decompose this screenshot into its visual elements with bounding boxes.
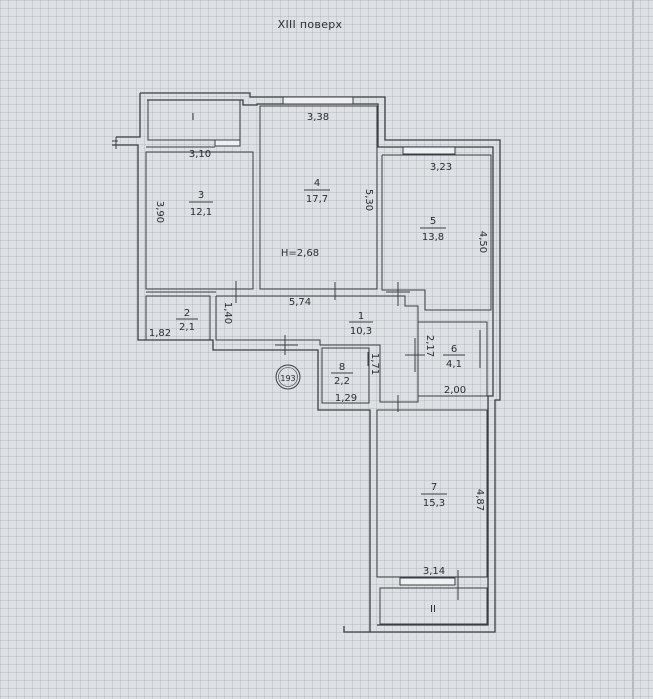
room-5-window xyxy=(402,146,456,155)
stamp-label: 193 xyxy=(280,374,295,383)
balcony-2-label: II xyxy=(430,604,436,615)
room-4-window xyxy=(282,96,354,105)
room-3-number: 3 xyxy=(198,190,204,201)
room-2-number: 2 xyxy=(184,308,190,319)
dim-1-82: 1,82 xyxy=(149,328,171,339)
room-1-area: 10,3 xyxy=(350,326,372,337)
ceiling-height: H=2,68 xyxy=(281,248,319,259)
room-5-area: 13,8 xyxy=(422,232,444,243)
dim-1-29: 1,29 xyxy=(335,393,357,404)
room-5: 3,23 4,50 5 13,8 xyxy=(381,146,492,311)
dim-1-40: 1,40 xyxy=(222,302,233,324)
balcony-1-door xyxy=(214,139,241,147)
page-margin-line xyxy=(632,0,634,699)
stamp: 193 xyxy=(275,364,301,390)
room-6-number: 6 xyxy=(451,344,457,355)
room-8-area: 2,2 xyxy=(334,376,350,387)
room-7-area: 15,3 xyxy=(423,498,445,509)
balcony-1-label: I xyxy=(192,112,195,123)
dim-1-71: 1,71 xyxy=(369,353,380,375)
dim-3-23: 3,23 xyxy=(430,162,452,173)
room-4: 3,38 5,30 4 17,7 H=2,68 xyxy=(259,96,378,290)
room-7-window xyxy=(399,577,456,586)
room-6: 6 4,1 2,00 2,17 xyxy=(405,321,488,397)
dim-4-50: 4,50 xyxy=(477,231,488,253)
dim-5-74: 5,74 xyxy=(289,297,311,308)
dim-5-30: 5,30 xyxy=(363,189,374,211)
room-3: 3,10 3,90 3 12,1 xyxy=(145,146,254,290)
room-7: 7 15,3 4,87 3,14 xyxy=(376,409,488,600)
balcony-2: II xyxy=(343,587,488,633)
room-1: 5,74 1 10,3 xyxy=(215,282,419,412)
room-8: 8 2,2 1,29 1,71 xyxy=(321,347,380,404)
room-7-number: 7 xyxy=(431,482,437,493)
room-6-area: 4,1 xyxy=(446,359,462,370)
dim-2-17: 2,17 xyxy=(424,335,435,357)
room-5-number: 5 xyxy=(430,216,436,227)
room-4-number: 4 xyxy=(314,178,320,189)
room-4-area: 17,7 xyxy=(306,194,328,205)
room-3-area: 12,1 xyxy=(190,207,212,218)
room-2-area: 2,1 xyxy=(179,322,195,333)
dim-3-90: 3,90 xyxy=(154,201,165,223)
dim-2-00: 2,00 xyxy=(444,385,466,396)
balcony-1: I xyxy=(147,99,241,147)
dim-3-38: 3,38 xyxy=(307,112,329,123)
room-8-number: 8 xyxy=(339,362,345,373)
dim-3-14: 3,14 xyxy=(423,566,445,577)
outer-walls xyxy=(112,92,501,633)
room-1-number: 1 xyxy=(358,311,364,322)
dim-3-10: 3,10 xyxy=(189,149,211,160)
room-2: 2 2,1 1,82 1,40 xyxy=(145,281,237,341)
floor-title: XIII поверх xyxy=(277,18,343,31)
dim-4-87: 4,87 xyxy=(474,489,485,511)
